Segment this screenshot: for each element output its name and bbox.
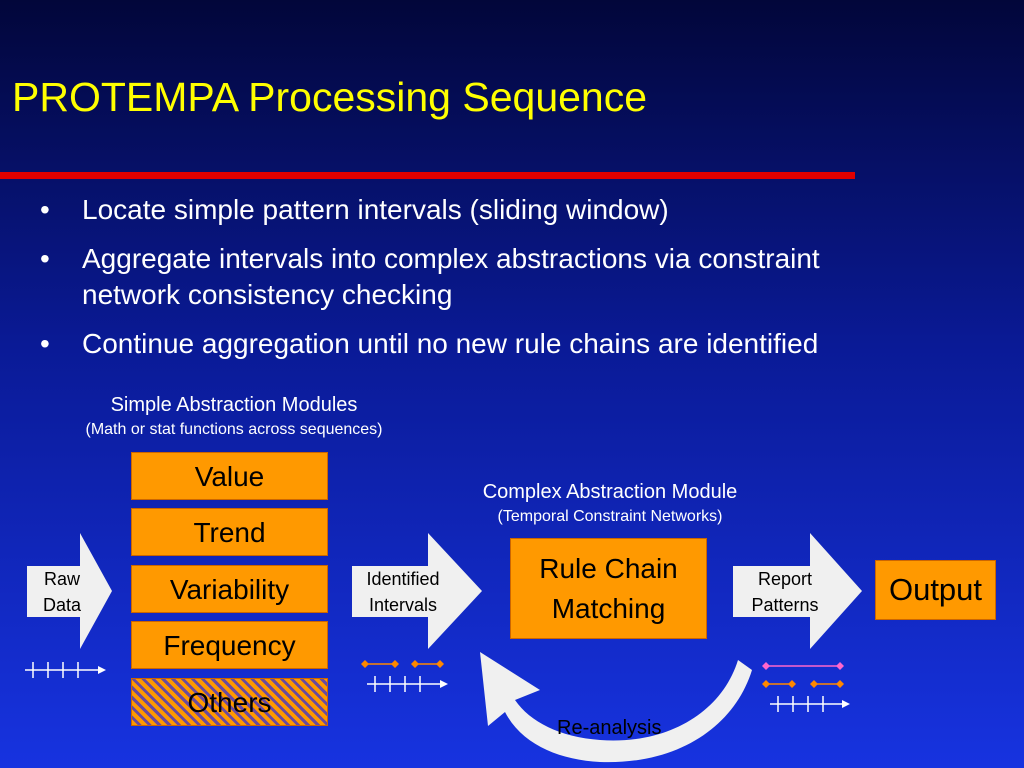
raw-data-label: Raw Data: [27, 566, 97, 618]
complex-module-title: Complex Abstraction Module: [482, 481, 738, 503]
raw-data-label-line1: Raw: [43, 569, 80, 589]
report-patterns-arrow: [733, 533, 862, 649]
output-box: Output: [875, 560, 996, 620]
module-others: Others: [131, 678, 328, 726]
module-frequency: Frequency: [131, 621, 328, 669]
bullet-item: • Aggregate intervals into complex abstra…: [40, 241, 1015, 313]
raw-data-label-line2: Data: [42, 595, 82, 615]
bullet-item: • Locate simple pattern intervals (slidin…: [40, 192, 1015, 228]
bullet-item: • Continue aggregation until no new rule …: [40, 326, 1015, 362]
title-divider: [0, 172, 855, 179]
identified-intervals-label-line2: Intervals: [368, 595, 438, 615]
bullet-icon: •: [40, 243, 50, 274]
identified-intervals-label-line1: Identified: [366, 569, 440, 589]
slide-title: PROTEMPA Processing Sequence: [12, 74, 648, 120]
reanalysis-arrow: [480, 652, 752, 763]
simple-modules-caption: Simple Abstraction Modules (Math or stat…: [30, 394, 438, 439]
report-patterns-label-line1: Report: [757, 569, 813, 589]
identified-intervals-label: Identified Intervals: [352, 566, 454, 618]
bullet-text: Continue aggregation until no new rule c…: [82, 328, 819, 359]
simple-modules-subtitle: (Math or stat functions across sequences…: [85, 421, 383, 438]
module-value: Value: [131, 452, 328, 500]
simple-modules-title: Simple Abstraction Modules: [110, 394, 358, 416]
rule-chain-label-line1: Rule Chain: [539, 553, 678, 584]
bullet-list: • Locate simple pattern intervals (slidin…: [40, 192, 1015, 375]
reanalysis-label: Re-analysis: [557, 717, 662, 739]
report-patterns-timeline: [762, 662, 850, 712]
report-patterns-label: Report Patterns: [733, 566, 837, 618]
complex-module-caption: Complex Abstraction Module (Temporal Con…: [410, 481, 810, 526]
bullet-icon: •: [40, 328, 50, 359]
module-variability: Variability: [131, 565, 328, 613]
rule-chain-label-line2: Matching: [551, 593, 666, 624]
identified-intervals-timeline: [361, 660, 448, 692]
bullet-icon: •: [40, 194, 50, 225]
raw-data-arrow: [27, 533, 112, 649]
module-trend: Trend: [131, 508, 328, 556]
identified-intervals-arrow: [352, 533, 482, 649]
rule-chain-matching-box: Rule Chain Matching: [510, 538, 707, 639]
complex-module-subtitle: (Temporal Constraint Networks): [497, 508, 723, 525]
report-patterns-label-line2: Patterns: [751, 595, 819, 615]
bullet-text: Aggregate intervals into complex abstrac…: [82, 243, 820, 310]
raw-data-timeline: [25, 662, 106, 678]
bullet-text: Locate simple pattern intervals (sliding…: [82, 194, 669, 225]
